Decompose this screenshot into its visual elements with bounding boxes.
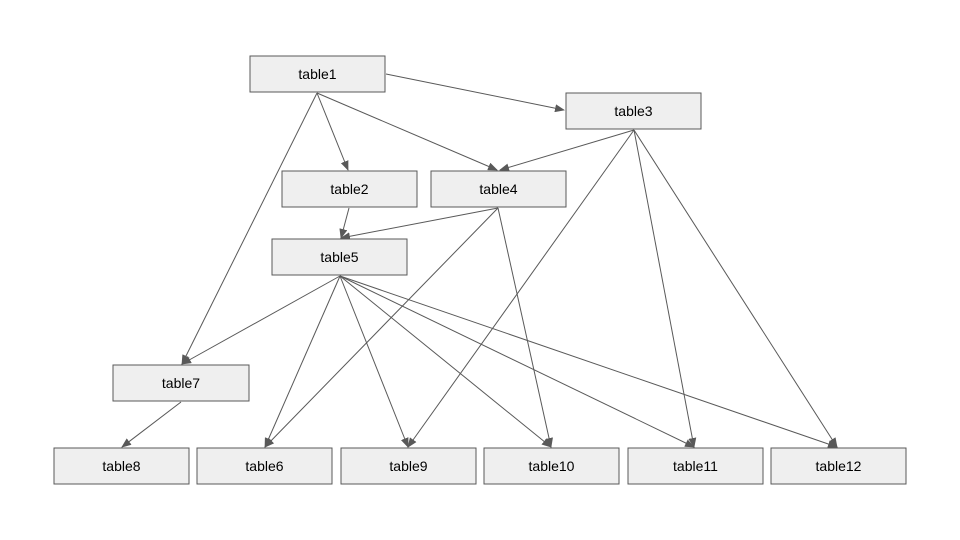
node-table5: table5 [271, 238, 408, 276]
node-box [430, 170, 567, 208]
edge-table4-to-table6 [264, 207, 499, 448]
node-box [565, 92, 702, 130]
edge-table7-to-table8 [121, 401, 182, 448]
edge-table5-to-table12 [339, 275, 838, 448]
node-table1: table1 [249, 55, 386, 93]
node-box [770, 447, 907, 485]
node-table3: table3 [565, 92, 702, 130]
node-table7: table7 [112, 364, 250, 402]
edges-layer [121, 73, 838, 448]
nodes-layer: table1 table2 table3 table4 table5 table6 tabl… [53, 55, 907, 485]
node-table9: table9 [340, 447, 477, 485]
node-box [483, 447, 620, 485]
node-label: table9 [389, 458, 427, 474]
edge-table3-to-table4 [499, 129, 635, 172]
node-label: table1 [298, 66, 336, 82]
node-box [196, 447, 333, 485]
edge-table3-to-table12 [633, 129, 838, 448]
node-label: table5 [320, 249, 358, 265]
node-label: table12 [816, 458, 862, 474]
node-table6: table6 [196, 447, 333, 485]
node-label: table8 [102, 458, 140, 474]
edge-table5-to-table6 [264, 275, 341, 448]
node-label: table7 [162, 375, 200, 391]
node-label: table2 [330, 181, 368, 197]
edge-table1-to-table3 [385, 73, 565, 113]
node-box [53, 447, 190, 485]
node-label: table4 [479, 181, 517, 197]
node-label: table3 [614, 103, 652, 119]
node-box [249, 55, 386, 93]
edge-table5-to-table10 [339, 275, 552, 448]
node-table10: table10 [483, 447, 620, 485]
node-box [340, 447, 477, 485]
node-table8: table8 [53, 447, 190, 485]
edge-table4-to-table10 [497, 207, 553, 448]
edge-table1-to-table4 [316, 92, 498, 171]
edge-table5-to-table11 [339, 275, 695, 448]
node-table11: table11 [627, 447, 764, 485]
node-label: table6 [245, 458, 283, 474]
node-table4: table4 [430, 170, 567, 208]
node-box [271, 238, 408, 276]
node-box [627, 447, 764, 485]
edge-table5-to-table7 [181, 275, 341, 365]
edge-table4-to-table5 [340, 207, 499, 241]
edge-table1-to-table2 [316, 92, 349, 171]
node-label: table10 [529, 458, 575, 474]
edge-table1-to-table7 [181, 92, 318, 365]
edge-table5-to-table9 [339, 275, 409, 448]
node-table12: table12 [770, 447, 907, 485]
node-label: table11 [673, 458, 718, 474]
edge-table3-to-table9 [407, 129, 635, 448]
node-box [112, 364, 250, 402]
edge-table2-to-table5 [339, 207, 350, 239]
node-box [281, 170, 418, 208]
node-table2: table2 [281, 170, 418, 208]
